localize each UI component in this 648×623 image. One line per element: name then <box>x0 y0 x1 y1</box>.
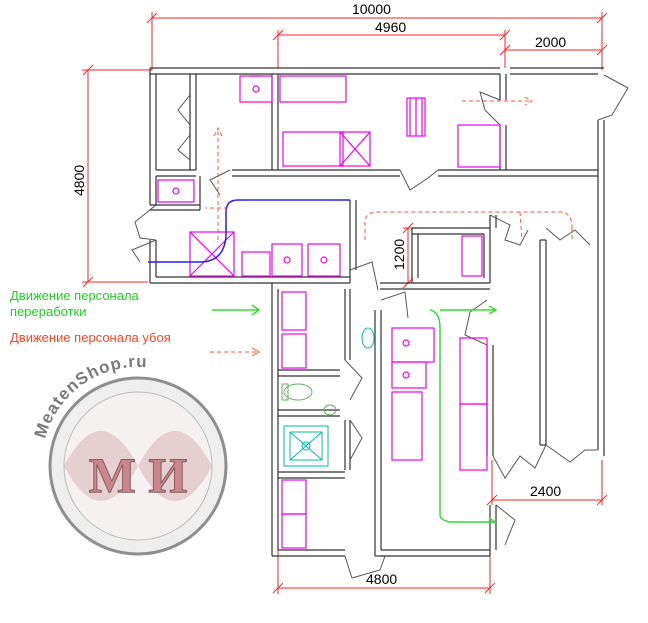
flow-green <box>429 309 498 523</box>
legend-slaughter-staff: Движение персонала убоя <box>10 330 171 345</box>
dim-height-left: 4800 <box>71 165 87 196</box>
dim-bottom: 4800 <box>366 571 397 587</box>
walls <box>149 67 605 557</box>
dimension-lines <box>82 12 608 594</box>
meatenshop-logo: MeatenShop.ru М И <box>31 352 228 556</box>
logo-letters: М И <box>89 447 188 503</box>
sanitary-fixtures <box>281 327 375 467</box>
dim-upper-span: 4960 <box>375 19 406 35</box>
legend-processing-staff: Движение персонала переработки <box>10 288 139 319</box>
flow-orange <box>205 96 573 242</box>
flow-blue <box>148 199 350 263</box>
doors <box>131 74 629 579</box>
dim-total-width: 10000 <box>352 1 391 17</box>
dim-vestibule: 1200 <box>391 239 407 270</box>
legend-arrows <box>210 304 498 357</box>
dim-right-lower: 2400 <box>530 483 561 499</box>
equipment <box>157 75 501 549</box>
dim-right-span: 2000 <box>535 34 566 50</box>
